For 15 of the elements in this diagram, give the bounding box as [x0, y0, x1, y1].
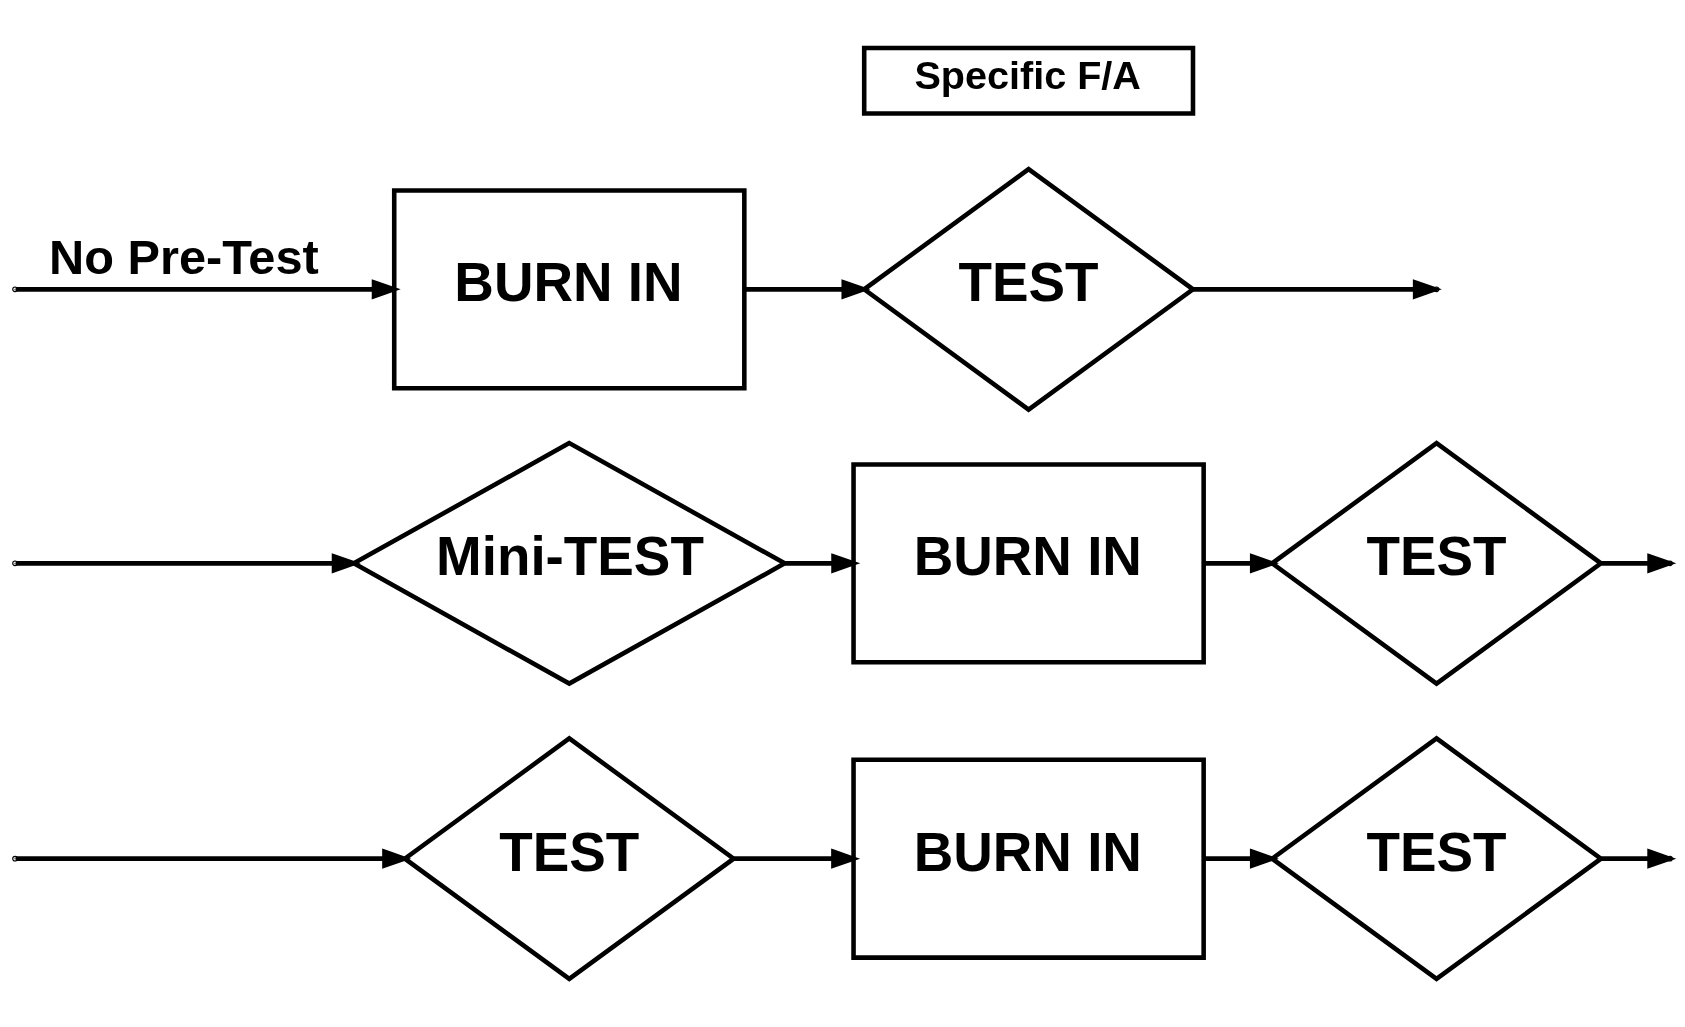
arrow: [744, 279, 871, 300]
node-box: BURN IN: [851, 757, 1206, 960]
arrow: [1601, 848, 1677, 869]
arrow: [1601, 553, 1677, 574]
arrow: [1204, 848, 1279, 869]
arrow: [784, 553, 861, 574]
arrow: [15, 279, 401, 300]
arrow: [15, 553, 361, 574]
edge-label: No Pre-Test: [49, 229, 319, 284]
node-box: BURN IN: [391, 188, 747, 391]
arrow: [734, 848, 861, 869]
arrow: [15, 848, 412, 869]
node-box: Specific F/A: [861, 45, 1196, 116]
node-box: BURN IN: [851, 462, 1206, 665]
arrow: [1204, 553, 1279, 574]
